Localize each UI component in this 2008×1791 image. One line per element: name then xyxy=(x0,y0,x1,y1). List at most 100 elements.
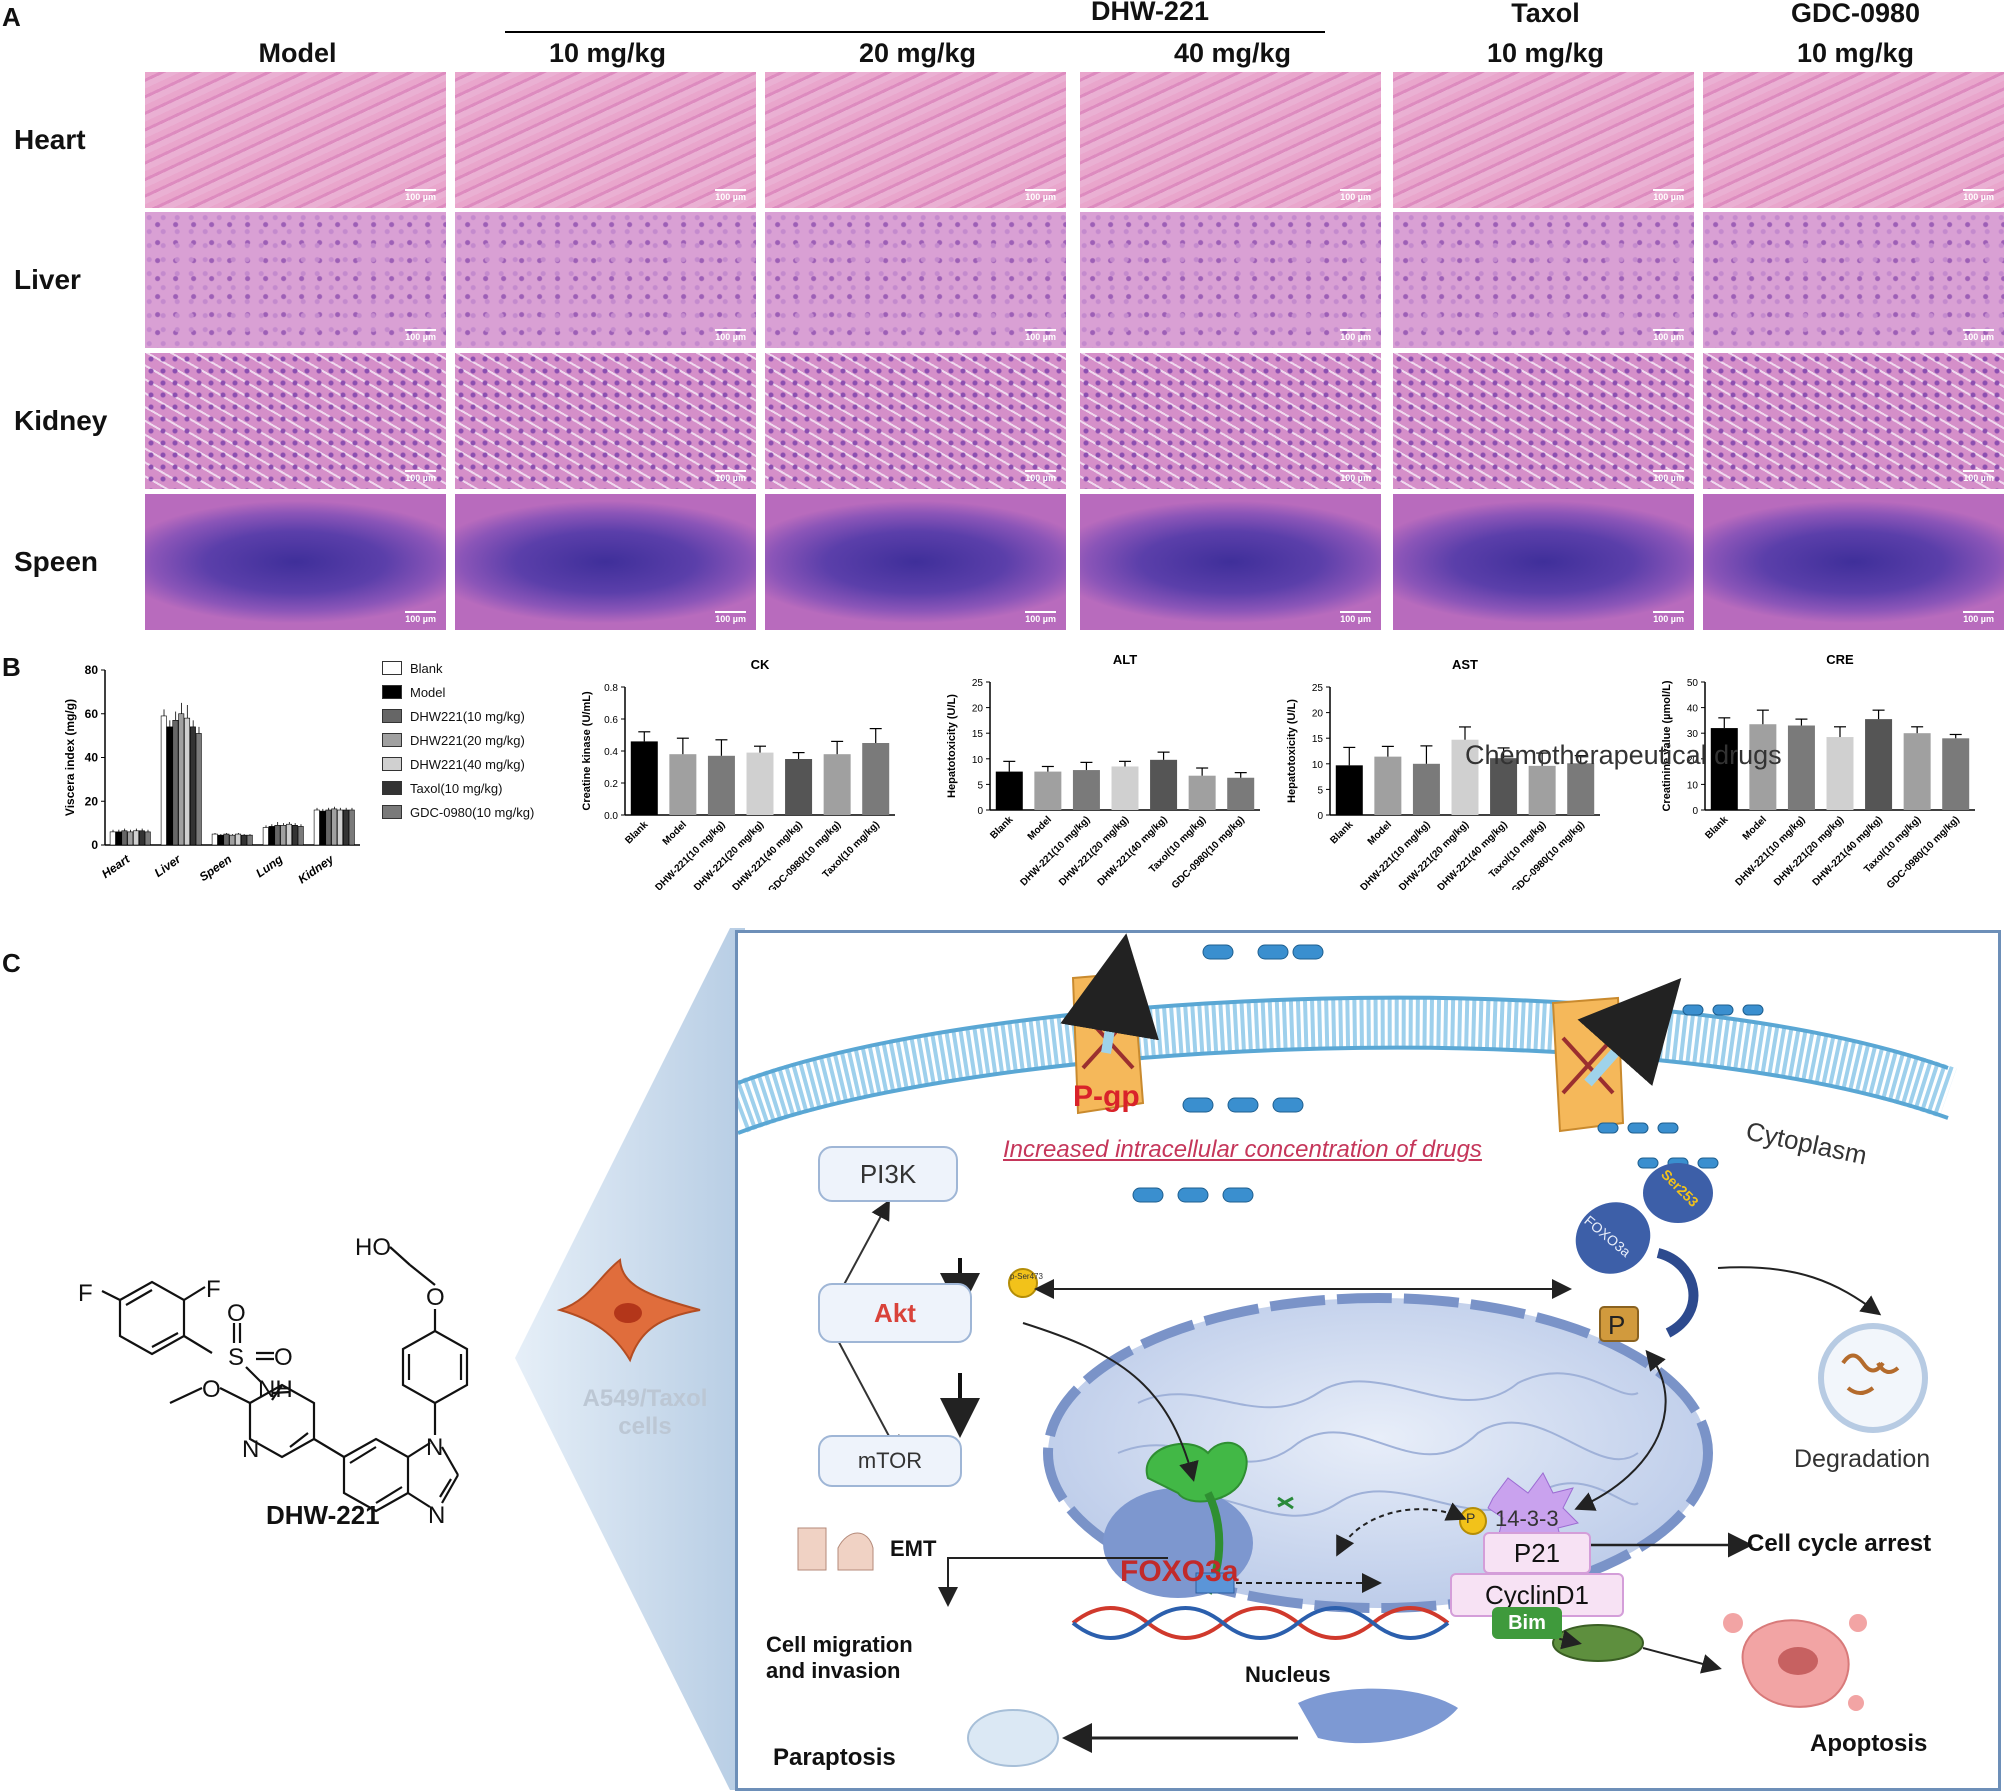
y-tick-label: 0.2 xyxy=(604,779,618,790)
bar xyxy=(246,834,253,846)
scale-bar: 100 µm xyxy=(1963,189,1994,202)
x-tick-label: Liver xyxy=(152,851,185,880)
y-tick-label: 0 xyxy=(91,838,98,852)
bar xyxy=(337,809,344,846)
bar xyxy=(1528,765,1556,815)
scale-bar: 100 µm xyxy=(1340,329,1371,342)
legend-entry: GDC-0980(10 mg/kg) xyxy=(382,800,534,824)
bar xyxy=(286,823,293,846)
legend-swatch xyxy=(382,661,402,675)
x-tick-label: DHW-221(40 mg/kg) xyxy=(1811,814,1885,888)
bar xyxy=(268,826,275,846)
y-tick-label: 10 xyxy=(1687,780,1699,791)
scale-bar: 100 µm xyxy=(1653,611,1684,624)
x-tick-label: DHW-221(20 mg/kg) xyxy=(1772,814,1846,888)
y-tick-label: 15 xyxy=(972,729,984,740)
dhw221-structure: HO F F O O S NH O N N N O xyxy=(78,1234,469,1529)
y-tick-label: 5 xyxy=(1317,785,1323,796)
bar xyxy=(178,713,185,846)
scale-bar: 100 µm xyxy=(715,611,746,624)
column-title-line1: GDC-0980 xyxy=(1790,0,1921,28)
protein-14-3-3: 14-3-3 xyxy=(1495,1506,1559,1531)
x-tick-label: DHW-221(10 mg/kg) xyxy=(1359,819,1433,890)
histology-image: 100 µm xyxy=(145,72,446,208)
row-label: Heart xyxy=(14,124,86,155)
x-tick-label: GDC-0980(10 mg/kg) xyxy=(1170,814,1247,890)
scale-bar: 100 µm xyxy=(1963,611,1994,624)
bar xyxy=(1335,765,1363,815)
pgp-transporter-right xyxy=(1551,978,1682,1133)
x-tick-label: DHW-221(10 mg/kg) xyxy=(654,819,728,890)
legend-swatch xyxy=(382,685,402,699)
column-title-line1: Taxol xyxy=(1511,0,1580,28)
row-label: Speen xyxy=(14,546,99,577)
bar xyxy=(189,726,196,846)
bar xyxy=(217,834,224,846)
chem-o-methoxy: O xyxy=(202,1376,221,1403)
bar xyxy=(1072,770,1100,810)
emt-label: EMT xyxy=(890,1536,937,1561)
bim-node: Bim xyxy=(1492,1607,1562,1639)
y-tick-label: 5 xyxy=(977,780,983,791)
bar xyxy=(211,833,218,846)
chem-f-right: F xyxy=(206,1276,221,1303)
y-tick-label: 0 xyxy=(1692,806,1698,817)
x-tick-label: Blank xyxy=(988,814,1015,841)
x-tick-label: Lung xyxy=(253,852,286,881)
bar xyxy=(1188,775,1216,810)
phospho-label: P xyxy=(1608,1310,1626,1340)
histology-image: 100 µm xyxy=(455,212,756,348)
chart-title: CRE xyxy=(1826,652,1854,667)
histology-image: 100 µm xyxy=(455,72,756,208)
chart-title: ALT xyxy=(1113,652,1137,667)
x-tick-label: DHW-221(20 mg/kg) xyxy=(1397,819,1471,890)
chem-n-pyridine: N xyxy=(242,1436,259,1463)
bar xyxy=(348,809,355,846)
scale-bar: 100 µm xyxy=(405,470,436,483)
pi3k-node: PI3K xyxy=(818,1146,958,1202)
scale-bar: 100 µm xyxy=(1963,470,1994,483)
legend-label: Model xyxy=(410,684,446,700)
paraptosis-label: Paraptosis xyxy=(773,1744,896,1771)
p-14-3-3-phospho: P xyxy=(1466,1510,1476,1526)
x-tick-label: DHW-221(20 mg/kg) xyxy=(692,819,766,890)
y-tick-label: 0 xyxy=(977,806,983,817)
cell-line-label-2: cells xyxy=(618,1413,672,1440)
y-tick-label: 80 xyxy=(85,663,99,677)
bar xyxy=(1903,733,1931,810)
scale-bar: 100 µm xyxy=(1340,611,1371,624)
scale-bar: 100 µm xyxy=(1340,470,1371,483)
bar xyxy=(1567,763,1595,815)
chart-title: AST xyxy=(1452,657,1478,672)
chem-o-right: O xyxy=(274,1344,293,1371)
y-tick-label: 25 xyxy=(1312,683,1324,694)
scale-bar: 100 µm xyxy=(1653,189,1684,202)
p21-node: P21 xyxy=(1483,1532,1591,1574)
histology-image: 100 µm xyxy=(1393,212,1694,348)
scale-bar: 100 µm xyxy=(1025,611,1056,624)
y-axis-label: Creatinine value (µmol/L) xyxy=(1661,680,1673,811)
x-tick-label: Model xyxy=(1366,819,1394,847)
x-tick-label: Blank xyxy=(1328,819,1355,846)
scale-bar: 100 µm xyxy=(1963,329,1994,342)
bar xyxy=(274,825,281,846)
scale-bar: 100 µm xyxy=(715,189,746,202)
y-tick-label: 15 xyxy=(1312,734,1324,745)
bar xyxy=(121,830,128,846)
x-tick-label: Model xyxy=(1741,814,1769,842)
y-tick-label: 20 xyxy=(1687,755,1699,766)
column-title-line2: 20 mg/kg xyxy=(858,38,977,68)
column-title-line2: 10 mg/kg xyxy=(1796,38,1915,68)
legend-swatch xyxy=(382,733,402,747)
bar xyxy=(1150,759,1178,810)
histology-image: 100 µm xyxy=(455,494,756,630)
scale-bar: 100 µm xyxy=(1025,189,1056,202)
bar xyxy=(746,752,774,815)
row-label: Liver xyxy=(14,264,81,295)
bar xyxy=(1034,771,1062,810)
x-tick-label: Kidney xyxy=(295,851,337,886)
